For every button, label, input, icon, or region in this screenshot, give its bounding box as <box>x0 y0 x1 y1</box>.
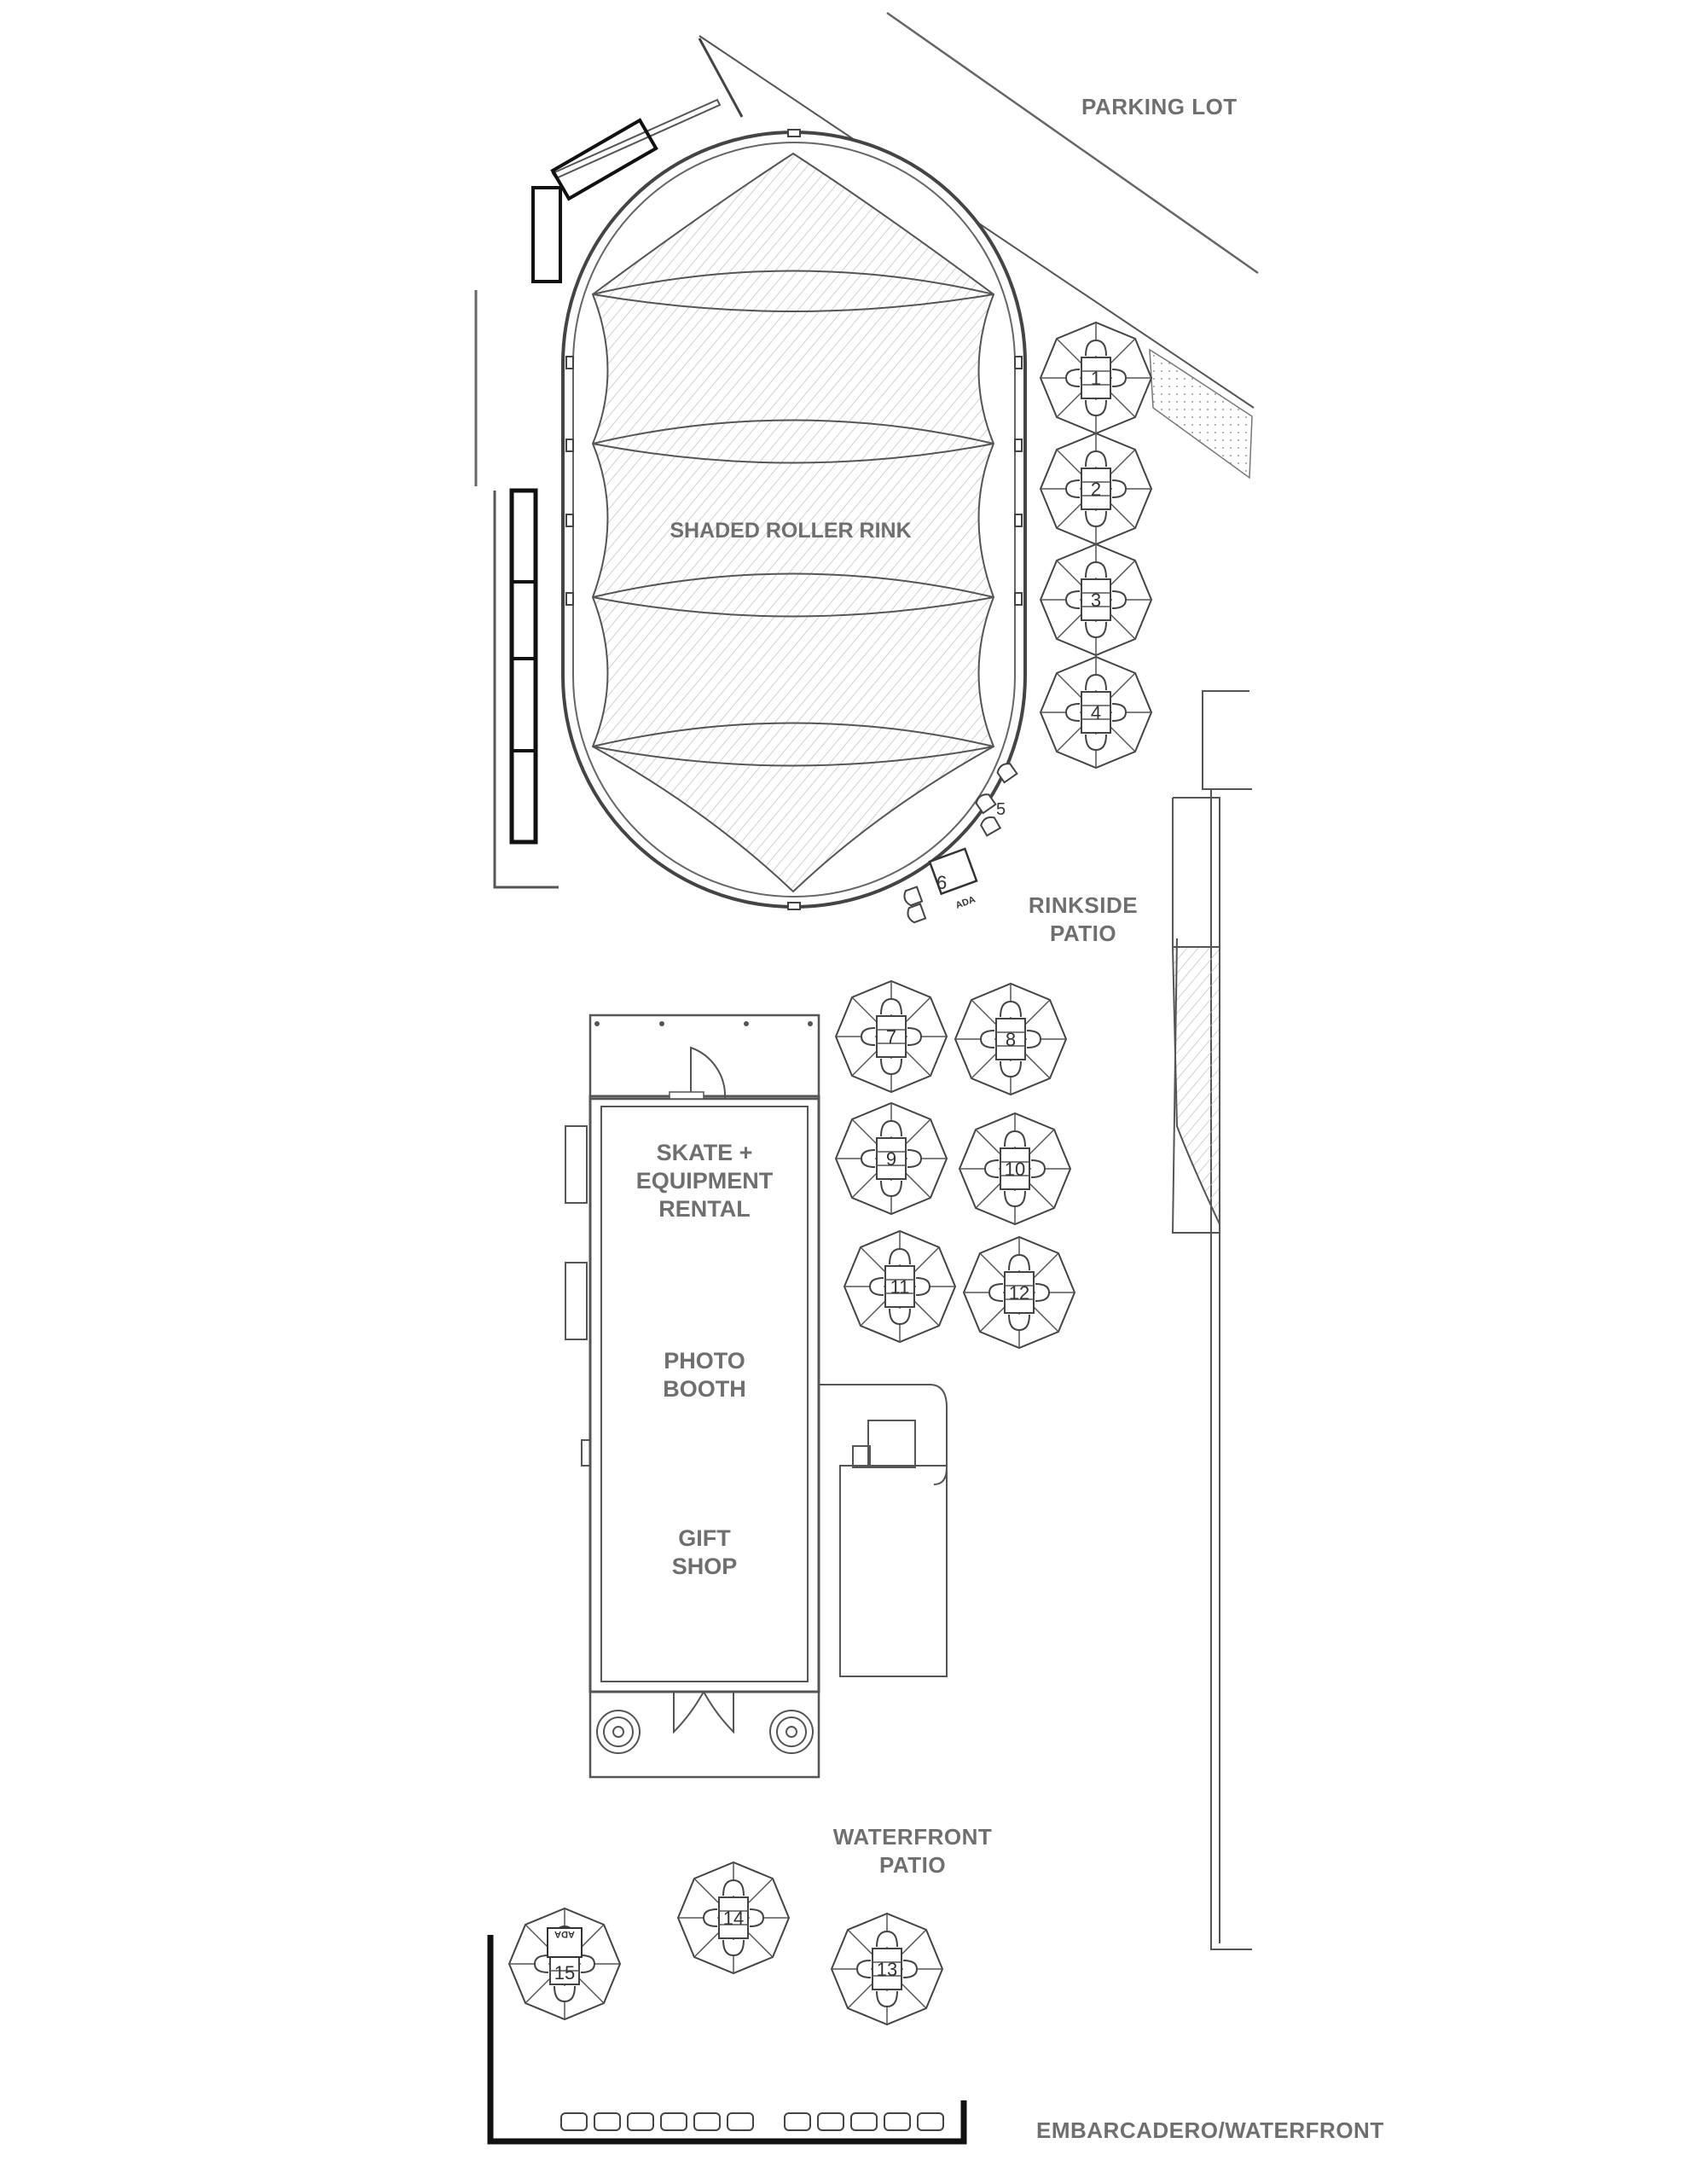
main-building <box>565 1014 820 1779</box>
table-14: 14 <box>677 1862 790 1974</box>
waterfront-patio-label-line1: WATERFRONT <box>833 1824 993 1850</box>
svg-text:ADA: ADA <box>954 894 977 910</box>
waterfront-patio-label-line2: PATIO <box>879 1852 946 1878</box>
svg-text:15: 15 <box>554 1962 575 1984</box>
svg-text:10: 10 <box>1005 1159 1025 1180</box>
parking-lot-label: PARKING LOT <box>1081 94 1238 119</box>
svg-text:8: 8 <box>1006 1029 1016 1050</box>
embarcadero-waterfront-label: EMBARCADERO/WATERFRONT <box>1036 2117 1384 2143</box>
svg-text:14: 14 <box>723 1908 744 1929</box>
photo-booth-label-line1: PHOTO <box>664 1348 745 1374</box>
rinkside-patio-label-line1: RINKSIDE <box>1029 892 1138 918</box>
svg-text:12: 12 <box>1009 1282 1029 1304</box>
svg-text:5: 5 <box>996 800 1006 819</box>
table-13: 13 <box>831 1913 943 2025</box>
parking-lot-edge <box>699 11 1259 479</box>
svg-text:2: 2 <box>1091 479 1101 500</box>
photo-booth-label-line2: BOOTH <box>663 1376 746 1402</box>
skate-rental-label-line1: SKATE + <box>657 1140 753 1165</box>
svg-text:ADA: ADA <box>554 1929 575 1939</box>
table-4: 4 <box>1040 656 1152 769</box>
rinkside-patio-label-line2: PATIO <box>1050 921 1116 946</box>
skate-rental-label-line3: RENTAL <box>658 1196 751 1222</box>
svg-text:13: 13 <box>877 1959 897 1980</box>
table-10: 10 <box>959 1112 1071 1225</box>
table-8: 8 <box>954 983 1067 1095</box>
rink-label: SHADED ROLLER RINK <box>670 519 911 543</box>
table-2: 2 <box>1040 433 1152 545</box>
table-7: 7 <box>835 980 948 1093</box>
table-9: 9 <box>835 1102 948 1215</box>
svg-text:6: 6 <box>936 872 947 893</box>
svg-text:1: 1 <box>1091 368 1101 389</box>
table-12: 12 <box>963 1236 1075 1349</box>
svg-text:4: 4 <box>1091 702 1101 723</box>
table-5: 5 <box>973 760 1018 819</box>
skate-rental-label-line2: EQUIPMENT <box>636 1168 774 1194</box>
svg-text:9: 9 <box>886 1148 896 1170</box>
rink-side-benches <box>474 38 744 889</box>
east-walkway <box>1171 690 1252 1950</box>
shaded-roller-rink <box>561 129 1027 910</box>
waterfront-barrier <box>487 1935 967 2145</box>
svg-text:3: 3 <box>1091 590 1101 611</box>
table-3: 3 <box>1040 543 1152 656</box>
svg-text:11: 11 <box>890 1276 910 1298</box>
gift-shop-label-line1: GIFT <box>678 1525 731 1551</box>
table-15-ada: ADA 15 <box>508 1908 621 2020</box>
side-annex <box>819 1384 948 1677</box>
svg-text:7: 7 <box>886 1026 896 1048</box>
table-6-ada: 6 ADA <box>901 813 1001 925</box>
gift-shop-label-line2: SHOP <box>672 1554 738 1579</box>
table-11: 11 <box>844 1230 956 1343</box>
table-1: 1 <box>1040 322 1152 434</box>
